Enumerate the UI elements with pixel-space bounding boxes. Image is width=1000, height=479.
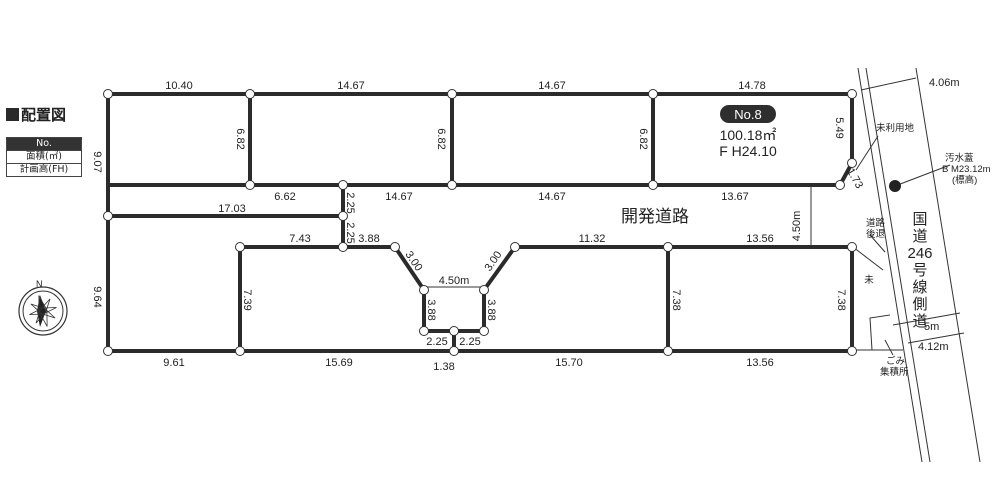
svg-text:10.40: 10.40 (165, 80, 193, 92)
svg-text:未利用地: 未利用地 (876, 122, 915, 134)
svg-text:3.88: 3.88 (485, 299, 497, 320)
svg-text:17.03: 17.03 (218, 203, 246, 215)
compass-north-label: N (36, 279, 43, 289)
svg-text:14.67: 14.67 (538, 80, 566, 92)
svg-text:3.00: 3.00 (483, 249, 505, 273)
svg-text:9.07: 9.07 (91, 151, 103, 172)
svg-text:国: 国 (912, 211, 927, 228)
svg-text:14.67: 14.67 (337, 80, 365, 92)
svg-text:14.78: 14.78 (738, 80, 766, 92)
svg-text:14.67: 14.67 (385, 191, 413, 203)
svg-text:号: 号 (912, 262, 927, 279)
svg-text:6.82: 6.82 (435, 128, 447, 149)
svg-text:未: 未 (864, 274, 874, 286)
legend-row-no: No. (6, 137, 82, 151)
svg-text:1.73: 1.73 (844, 166, 865, 191)
svg-text:13.67: 13.67 (721, 191, 749, 203)
road-label: 開発道路 (621, 207, 689, 226)
svg-text:線: 線 (912, 279, 927, 296)
annotations: 未利用地 道路 後退 汚水蓋 B M23.12m (標高) ごみ 集積所 4.0… (866, 77, 991, 378)
svg-text:4.12m: 4.12m (918, 341, 949, 353)
svg-text:14.67: 14.67 (538, 191, 566, 203)
svg-text:汚水蓋: 汚水蓋 (945, 152, 974, 164)
svg-text:6.82: 6.82 (234, 128, 246, 149)
svg-text:5.49: 5.49 (833, 117, 845, 138)
svg-text:道: 道 (912, 313, 927, 330)
svg-text:4.50m: 4.50m (439, 275, 470, 287)
lot-area: 100.18㎡ (720, 127, 777, 143)
svg-text:ごみ: ごみ (886, 355, 905, 367)
svg-text:246: 246 (907, 245, 932, 262)
svg-text:3.88: 3.88 (425, 299, 437, 320)
lot-vertices (103, 89, 857, 356)
svg-text:4.50m: 4.50m (791, 211, 803, 242)
legend-square-icon (6, 108, 19, 121)
svg-text:15.69: 15.69 (325, 357, 353, 369)
legend-row-fh: 計画高(FH) (6, 163, 82, 177)
svg-text:B M23.12m: B M23.12m (942, 164, 991, 175)
compass-icon: N (18, 279, 68, 336)
legend-table: No. 面積(㎡) 計画高(FH) (6, 137, 82, 177)
svg-text:7.38: 7.38 (670, 289, 682, 310)
svg-text:5m: 5m (924, 321, 939, 333)
legend-title-text: 配置図 (21, 106, 67, 124)
lot-fh: F H24.10 (719, 143, 777, 159)
lot-number-badge (720, 105, 776, 123)
svg-text:1.38: 1.38 (433, 361, 454, 373)
svg-text:9.61: 9.61 (163, 357, 184, 369)
svg-text:(標高): (標高) (952, 174, 977, 186)
svg-text:集積所: 集積所 (880, 366, 909, 378)
svg-text:7.39: 7.39 (241, 289, 253, 310)
svg-text:15.70: 15.70 (555, 357, 583, 369)
svg-text:後退: 後退 (866, 228, 886, 240)
svg-text:道: 道 (912, 228, 927, 245)
svg-text:7.38: 7.38 (835, 289, 847, 310)
svg-text:6.82: 6.82 (637, 128, 649, 149)
highway-lines (852, 67, 981, 463)
svg-text:7.43: 7.43 (289, 233, 310, 245)
svg-text:13.56: 13.56 (746, 233, 774, 245)
svg-text:13.56: 13.56 (746, 357, 774, 369)
unused-land-vertical: 未 (864, 274, 874, 286)
manhole-icon (889, 180, 901, 192)
svg-text:2.25: 2.25 (344, 192, 356, 213)
svg-text:2.25: 2.25 (344, 222, 356, 243)
svg-text:11.32: 11.32 (579, 233, 606, 245)
svg-text:道路: 道路 (866, 217, 886, 229)
highway-label: 国 道 246 号 線 側 道 (907, 211, 932, 330)
svg-text:2.25: 2.25 (426, 336, 447, 348)
svg-text:2.25: 2.25 (459, 336, 480, 348)
svg-text:3.88: 3.88 (358, 233, 379, 245)
svg-text:4.06m: 4.06m (929, 77, 960, 89)
lot-number: No.8 (734, 107, 761, 122)
dimension-labels: 10.40 14.67 14.67 14.78 6.62 14.67 14.67… (163, 80, 773, 373)
svg-text:側: 側 (912, 296, 927, 313)
svg-text:9.64: 9.64 (91, 286, 103, 307)
svg-text:6.62: 6.62 (274, 191, 295, 203)
legend-title: 配置図 (6, 104, 66, 125)
